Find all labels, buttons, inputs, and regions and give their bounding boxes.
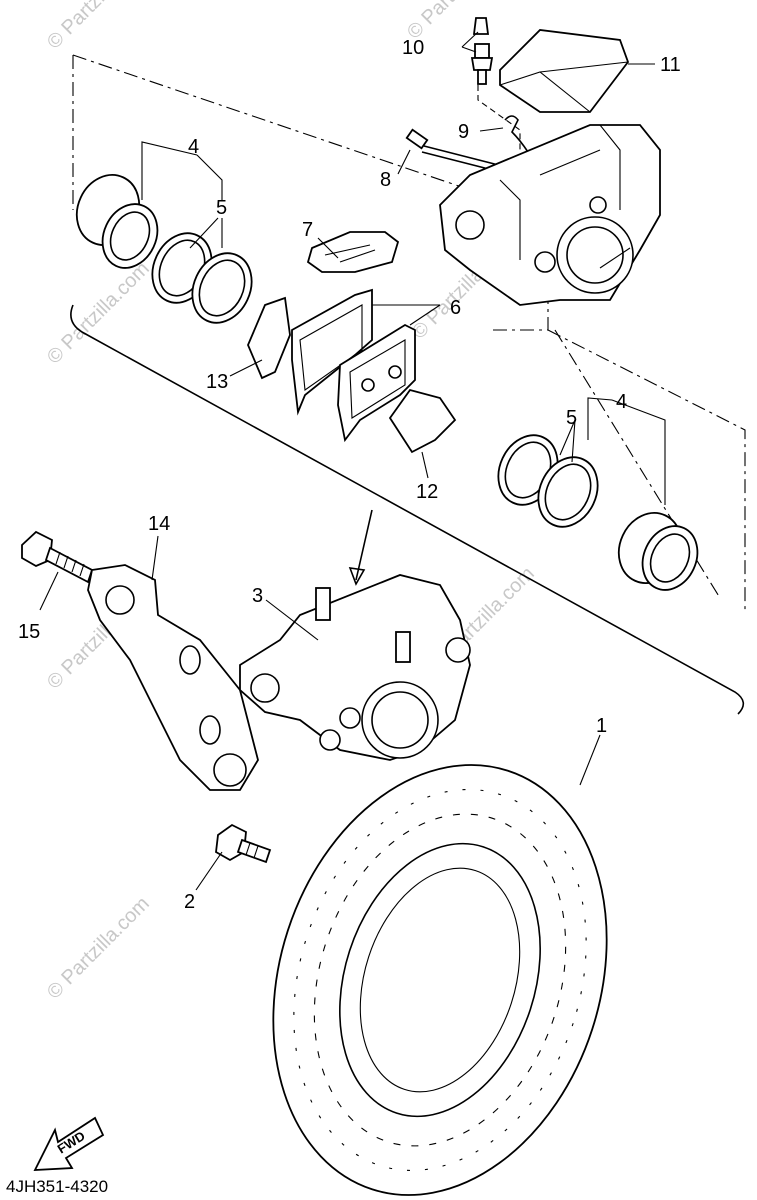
brake-disc <box>272 764 608 1196</box>
disc-bolt <box>215 823 272 864</box>
upper-caliper-body <box>439 124 661 306</box>
callout-3: 3 <box>252 585 263 607</box>
watermark: © Partzilla.com <box>43 893 154 1004</box>
callout-14: 14 <box>148 513 170 535</box>
leader-lines <box>39 31 666 891</box>
callout-4: 4 <box>188 136 199 158</box>
caliper-bracket <box>87 564 259 791</box>
callout-4: 4 <box>616 391 627 413</box>
watermark: © Partzilla.com <box>43 0 154 54</box>
callout-7: 7 <box>302 219 313 241</box>
piston-left <box>75 174 159 269</box>
callout-8: 8 <box>380 169 391 191</box>
callout-10: 10 <box>402 37 424 59</box>
piston-right <box>617 512 699 591</box>
callout-13: 13 <box>206 371 228 393</box>
bleed-screw <box>470 17 494 85</box>
callout-2: 2 <box>184 891 195 913</box>
callout-5: 5 <box>566 407 577 429</box>
fwd-arrow-icon: FWD <box>33 1116 105 1171</box>
brake-pad-rear <box>337 323 416 443</box>
watermark: © Partzilla.com <box>43 258 154 369</box>
pad-shim-right <box>388 388 457 454</box>
callout-1: 1 <box>596 715 607 737</box>
piston-seals-right <box>497 434 599 528</box>
callout-12: 12 <box>416 481 438 503</box>
pad-pin-clip <box>504 115 529 153</box>
piston-seals-left <box>151 232 253 324</box>
callout-15: 15 <box>18 621 40 643</box>
callout-6: 6 <box>450 297 461 319</box>
callout-5: 5 <box>216 197 227 219</box>
callout-11: 11 <box>660 54 681 76</box>
bracket-bolt <box>21 530 94 584</box>
caliper-assembly <box>239 574 471 761</box>
caliper-cover <box>499 29 630 113</box>
callout-9: 9 <box>458 121 469 143</box>
drawing-code: 4JH351-4320 <box>6 1177 108 1196</box>
pad-shim-left <box>247 296 291 380</box>
pad-spring <box>306 231 400 273</box>
callouts: 1 2 3 4 4 5 5 6 7 8 9 10 11 12 13 14 15 <box>18 37 681 913</box>
